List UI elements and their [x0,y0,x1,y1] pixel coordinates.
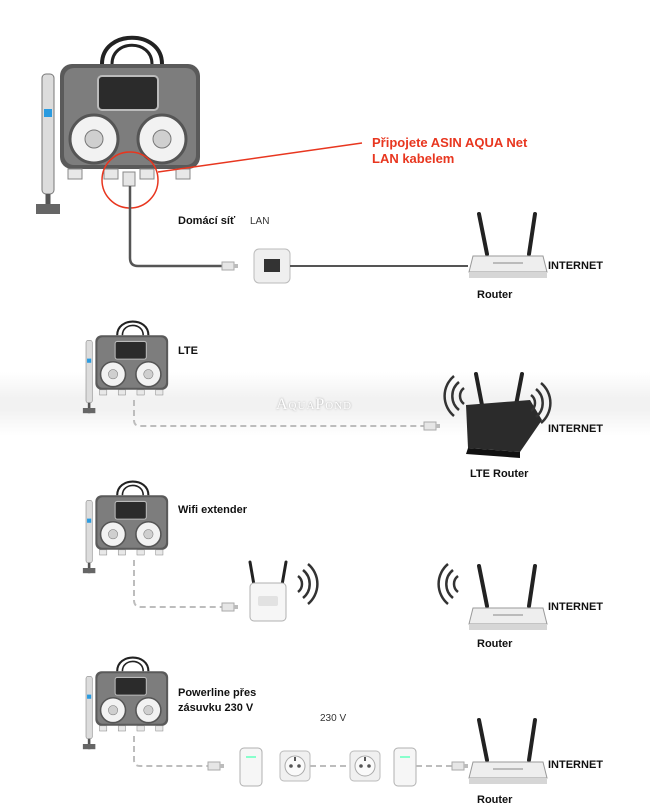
section-powerline-voltage: 230 V [320,713,347,724]
callout-line1: Připojete ASIN AQUA Net [372,135,528,150]
section-powerline-title-line1: Powerline přes [178,687,257,699]
section-lan-medium: LAN [250,216,270,227]
section-powerline-title-line2: zásuvku 230 V [178,702,254,714]
watermark-text: AquaPond [276,396,353,413]
callout-line2: LAN kabelem [372,151,455,166]
section-lte-router-label: LTE Router [470,468,529,480]
lte-wireless-link [133,400,424,427]
section-powerline-internet-label: INTERNET [548,759,603,771]
lte-router-icon [466,372,542,458]
wifi-link [133,560,222,608]
section-lan-internet-label: INTERNET [548,260,603,272]
lan-port-icon [122,171,136,187]
callout-text: Připojete ASIN AQUA Net LAN kabelem [372,135,527,167]
section-lan-router-label: Router [477,289,513,301]
wifi-extender-icon [248,560,288,622]
section-powerline-router-label: Router [477,794,513,806]
powerline-link-1 [133,736,208,767]
section-wifi-title: Wifi extender [178,504,247,516]
section-lte-internet-label: INTERNET [548,423,603,435]
lan-cable [128,186,222,268]
section-wifi-internet-label: INTERNET [548,601,603,613]
section-wifi-router-label: Router [477,638,513,650]
device-lan [36,38,200,214]
section-powerline-title: Powerline přes zásuvku 230 V [178,686,256,716]
callout-line [157,142,363,173]
section-lte-title: LTE [178,345,198,357]
section-lan-title: Domácí síť [178,215,236,227]
